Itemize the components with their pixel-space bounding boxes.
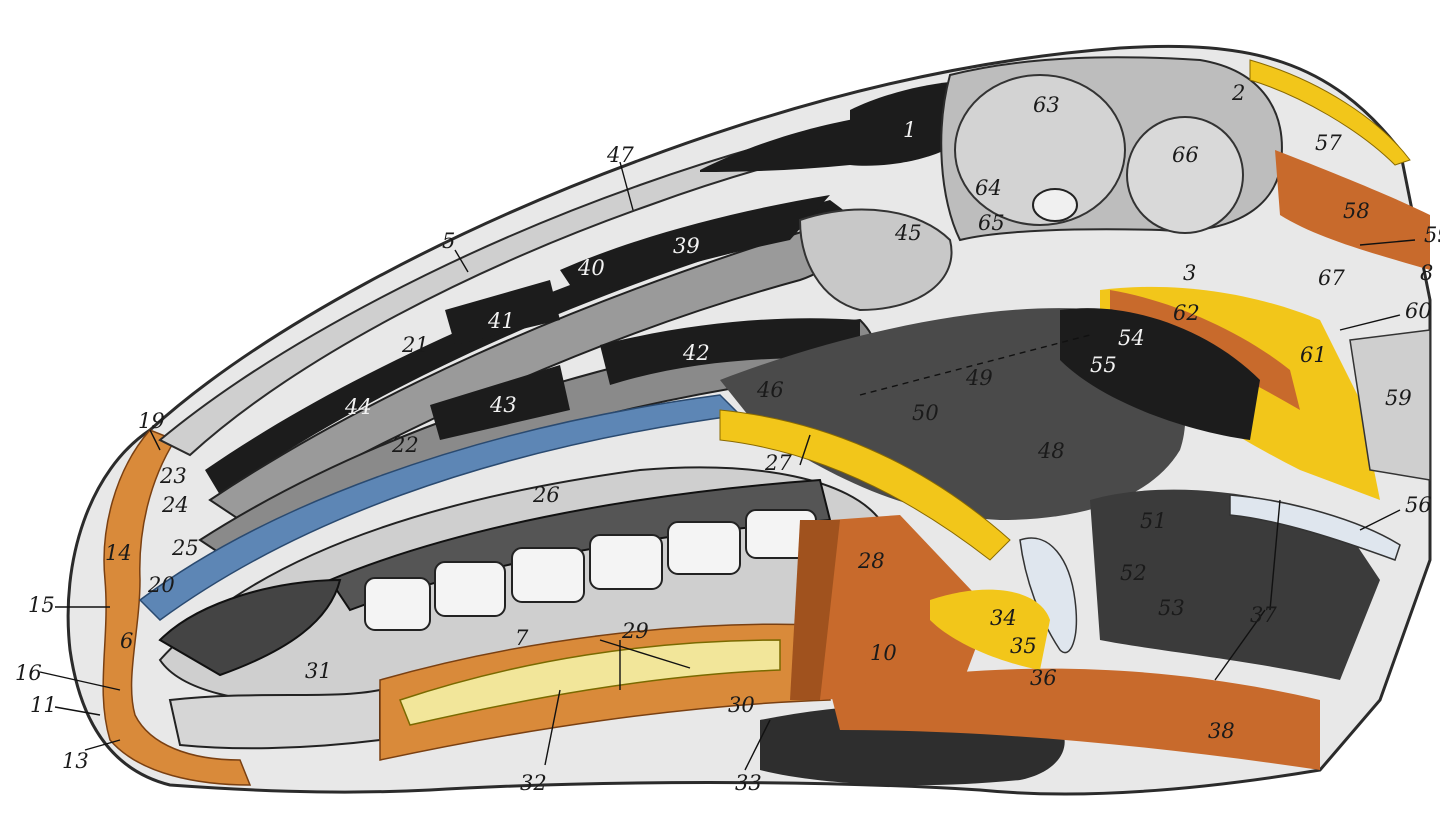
soft-palate	[719, 409, 1011, 561]
label-64: 64	[975, 176, 1002, 200]
sublingual-gland	[399, 639, 781, 726]
pituitary-region	[1032, 188, 1078, 222]
label-34: 34	[990, 606, 1017, 630]
label-47: 47	[606, 143, 634, 167]
label-21: 21	[401, 333, 429, 357]
label-8: 8	[1420, 261, 1433, 285]
label-2: 2	[1231, 81, 1245, 105]
neck-muscle-58	[1275, 150, 1430, 270]
label-7: 7	[515, 626, 529, 650]
label-27: 27	[764, 451, 792, 475]
label-59: 59	[1385, 386, 1412, 410]
label-6: 6	[120, 629, 133, 653]
leader-lines	[39, 161, 1416, 771]
label-46: 46	[756, 378, 784, 402]
label-26: 26	[532, 483, 560, 507]
neck-ligament	[1249, 59, 1411, 166]
label-36: 36	[1030, 666, 1057, 690]
label-5: 5	[442, 229, 455, 253]
label-45: 45	[894, 221, 922, 245]
frontal-sinus	[700, 118, 860, 172]
diagram-labels: 1 2 3 5 6 7 8 10 11 13 14 15 16 19 20 21…	[15, 81, 1440, 795]
label-3: 3	[1183, 261, 1196, 285]
label-63: 63	[1033, 93, 1060, 117]
label-44: 44	[344, 395, 372, 419]
atlas-bone-59	[1349, 329, 1431, 481]
masseter-28	[820, 515, 990, 700]
label-22: 22	[391, 433, 419, 457]
label-57: 57	[1315, 131, 1342, 155]
concha-sinus-41	[445, 280, 560, 345]
label-67: 67	[1318, 266, 1345, 290]
label-33: 33	[735, 771, 762, 795]
mandible-ramus	[790, 520, 840, 700]
label-51: 51	[1140, 509, 1167, 533]
ethmoid-labyrinth	[798, 208, 953, 312]
label-24: 24	[161, 493, 189, 517]
label-32: 32	[520, 771, 547, 795]
label-58: 58	[1343, 199, 1370, 223]
label-28: 28	[857, 549, 885, 573]
label-29: 29	[621, 619, 649, 643]
label-53: 53	[1158, 596, 1185, 620]
label-31: 31	[305, 659, 332, 683]
label-23: 23	[159, 464, 187, 488]
label-1: 1	[903, 118, 916, 142]
label-62: 62	[1173, 301, 1200, 325]
label-11: 11	[30, 693, 57, 717]
label-52: 52	[1120, 561, 1147, 585]
label-38: 38	[1208, 719, 1235, 743]
label-41: 41	[487, 309, 515, 333]
label-19: 19	[138, 409, 165, 433]
label-37: 37	[1250, 603, 1277, 627]
label-13: 13	[62, 749, 89, 773]
label-15: 15	[28, 593, 55, 617]
maxillary-sinus-54	[1060, 308, 1260, 440]
label-50: 50	[912, 401, 939, 425]
fat-34	[930, 589, 1050, 670]
cerebrum	[954, 74, 1126, 226]
sinus-1	[850, 82, 950, 166]
label-56: 56	[1405, 493, 1432, 517]
label-14: 14	[105, 541, 132, 565]
label-30: 30	[728, 693, 755, 717]
nasal-skin-layer	[102, 429, 252, 786]
label-39: 39	[673, 234, 700, 258]
lower-cheek-teeth	[364, 509, 817, 631]
concha-sinus-42	[600, 318, 860, 385]
larynx-region	[1090, 489, 1380, 680]
concha-sinus-43	[430, 365, 570, 440]
mandible-body	[168, 688, 381, 750]
label-16: 16	[15, 661, 42, 685]
label-65: 65	[978, 211, 1005, 235]
muscle-38	[830, 668, 1320, 770]
label-20: 20	[147, 573, 175, 597]
label-35: 35	[1010, 634, 1037, 658]
label-49: 49	[965, 366, 993, 390]
trachea-cartilage-37	[1229, 494, 1401, 561]
label-25: 25	[171, 536, 199, 560]
hyoid-35	[1019, 537, 1078, 654]
label-59-b: 59	[1424, 223, 1440, 247]
label-61: 61	[1300, 343, 1327, 367]
cerebellum	[1126, 116, 1244, 234]
label-60: 60	[1405, 299, 1432, 323]
label-42: 42	[682, 341, 710, 365]
label-10: 10	[870, 641, 897, 665]
label-40: 40	[577, 256, 605, 280]
concha-sinus-39	[560, 195, 830, 300]
label-54: 54	[1118, 326, 1145, 350]
label-48: 48	[1037, 439, 1065, 463]
label-66: 66	[1172, 143, 1199, 167]
incisor	[158, 578, 342, 677]
label-55: 55	[1090, 353, 1117, 377]
label-43: 43	[489, 393, 517, 417]
